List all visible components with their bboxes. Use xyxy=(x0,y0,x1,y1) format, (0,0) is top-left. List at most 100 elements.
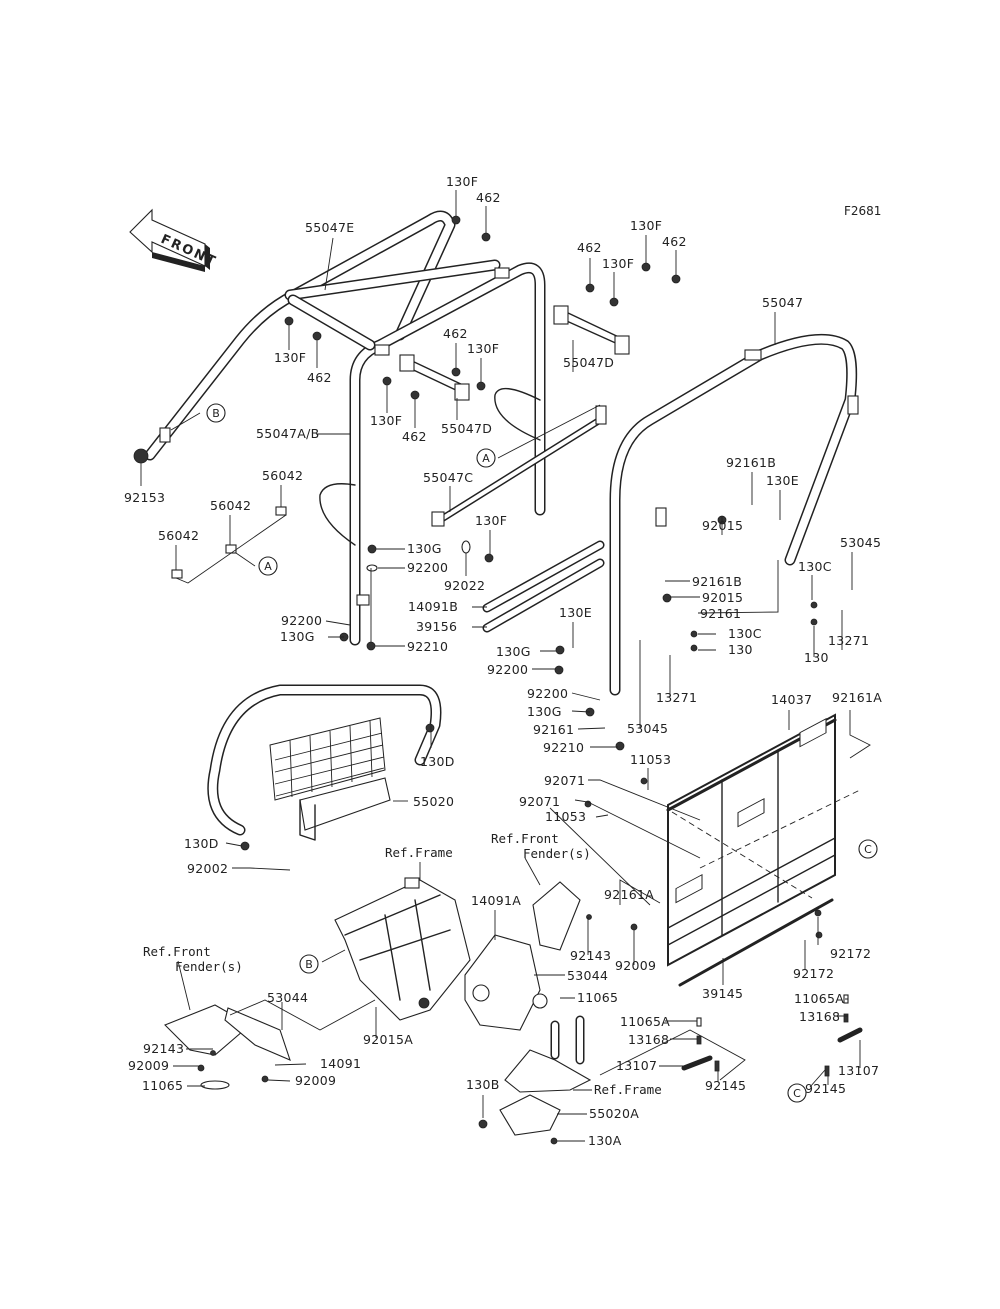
part-callout-130c: 130C xyxy=(728,626,762,641)
part-callout-14091b: 14091B xyxy=(408,599,458,614)
part-callout-130f: 130F xyxy=(370,413,402,428)
crossbar-55047d-lower xyxy=(399,354,470,401)
part-callout-92143: 92143 xyxy=(570,948,611,963)
part-callout-130: 130 xyxy=(728,642,753,657)
reference-note-line: Fender(s) xyxy=(175,959,243,974)
part-callout-130g: 130G xyxy=(407,541,442,556)
part-callout-462: 462 xyxy=(662,234,687,249)
part-callout-462: 462 xyxy=(307,370,332,385)
part-callout-11053: 11053 xyxy=(545,809,586,824)
part-callout-92200: 92200 xyxy=(487,662,528,677)
connector-a: A xyxy=(258,556,278,576)
frame-reference xyxy=(334,877,471,1021)
part-callout-92210: 92210 xyxy=(407,639,448,654)
part-callout-11065a: 11065A xyxy=(794,991,844,1006)
part-callout-55020a: 55020A xyxy=(589,1106,639,1121)
connector-b: B xyxy=(206,403,226,423)
part-callout-130c: 130C xyxy=(798,559,832,574)
part-callout-55047e: 55047E xyxy=(305,220,354,235)
connector-circle xyxy=(787,1083,807,1103)
part-callout-130f: 130F xyxy=(467,341,499,356)
part-callout-55047c: 55047C xyxy=(423,470,473,485)
connector-circle xyxy=(258,556,278,576)
part-callout-92015: 92015 xyxy=(702,590,743,605)
rear-frame-stand xyxy=(504,1015,592,1093)
part-callout-92161b: 92161B xyxy=(726,455,776,470)
connector-c: C xyxy=(858,839,878,859)
leader-lines xyxy=(140,190,871,1142)
reference-note: Ref.Frame xyxy=(594,1082,662,1097)
part-callout-11065: 11065 xyxy=(142,1078,183,1093)
part-callout-462: 462 xyxy=(443,326,468,341)
part-callout-53045: 53045 xyxy=(840,535,881,550)
part-callout-11053: 11053 xyxy=(630,752,671,767)
part-callout-130e: 130E xyxy=(766,473,799,488)
part-callout-53044: 53044 xyxy=(567,968,608,983)
part-callout-92145: 92145 xyxy=(705,1078,746,1093)
part-callout-53045: 53045 xyxy=(627,721,668,736)
figure-id: F2681 xyxy=(844,204,881,218)
part-callout-130a: 130A xyxy=(588,1133,622,1148)
part-callout-92071: 92071 xyxy=(544,773,585,788)
part-callout-53044: 53044 xyxy=(267,990,308,1005)
part-callout-56042: 56042 xyxy=(158,528,199,543)
part-callout-92200: 92200 xyxy=(281,613,322,628)
part-callout-39145: 39145 xyxy=(702,986,743,1001)
part-callout-92002: 92002 xyxy=(187,861,228,876)
part-callout-11065a: 11065A xyxy=(620,1014,670,1029)
part-callout-92161: 92161 xyxy=(700,606,741,621)
part-callout-130e: 130E xyxy=(559,605,592,620)
front-arrow-icon: FRONT xyxy=(129,208,219,272)
connector-circle xyxy=(206,403,226,423)
part-callout-92145: 92145 xyxy=(805,1081,846,1096)
part-callout-55047ab: 55047A/B xyxy=(256,426,320,441)
tailgate-14037 xyxy=(666,713,861,967)
part-callout-13168: 13168 xyxy=(799,1009,840,1024)
connector-a: A xyxy=(476,448,496,468)
part-callout-92015a: 92015A xyxy=(363,1032,413,1047)
part-callout-92009: 92009 xyxy=(295,1073,336,1088)
part-callout-462: 462 xyxy=(402,429,427,444)
connector-c: C xyxy=(787,1083,807,1103)
part-callout-92200: 92200 xyxy=(407,560,448,575)
roll-cage-front xyxy=(144,210,546,646)
part-callout-14091: 14091 xyxy=(320,1056,361,1071)
part-callout-13107: 13107 xyxy=(838,1063,879,1078)
part-callout-92143: 92143 xyxy=(143,1041,184,1056)
part-callout-92071: 92071 xyxy=(519,794,560,809)
part-callout-11065: 11065 xyxy=(577,990,618,1005)
reference-note-line: Ref.Frame xyxy=(385,845,453,860)
part-callout-14037: 14037 xyxy=(771,692,812,707)
part-callout-92161b: 92161B xyxy=(692,574,742,589)
roll-cage-rear xyxy=(609,333,859,696)
connector-circle xyxy=(858,839,878,859)
part-callout-130f: 130F xyxy=(630,218,662,233)
part-callout-92009: 92009 xyxy=(615,958,656,973)
part-callout-13271: 13271 xyxy=(656,690,697,705)
reference-note: Ref.Frame xyxy=(385,845,453,860)
connector-b: B xyxy=(299,954,319,974)
part-callout-14091a: 14091A xyxy=(471,893,521,908)
part-callout-13168: 13168 xyxy=(628,1032,669,1047)
part-callout-55047d: 55047D xyxy=(563,355,614,370)
crossbar-55047d-upper xyxy=(553,305,630,355)
reference-note-line: Ref.Frame xyxy=(594,1082,662,1097)
connector-letter: A xyxy=(482,452,490,465)
part-callout-130f: 130F xyxy=(446,174,478,189)
part-callout-130f: 130F xyxy=(602,256,634,271)
part-callout-130g: 130G xyxy=(496,644,531,659)
part-callout-92022: 92022 xyxy=(444,578,485,593)
connector-letter: B xyxy=(305,958,313,971)
part-callout-39156: 39156 xyxy=(416,619,457,634)
part-callout-130f: 130F xyxy=(274,350,306,365)
part-callout-13271: 13271 xyxy=(828,633,869,648)
tube-14091b-39156 xyxy=(482,540,605,633)
part-callout-13107: 13107 xyxy=(616,1058,657,1073)
part-callout-92172: 92172 xyxy=(793,966,834,981)
part-callout-92172: 92172 xyxy=(830,946,871,961)
connector-circle xyxy=(476,448,496,468)
part-callout-92210: 92210 xyxy=(543,740,584,755)
fender-cover-14091a xyxy=(464,881,581,1031)
